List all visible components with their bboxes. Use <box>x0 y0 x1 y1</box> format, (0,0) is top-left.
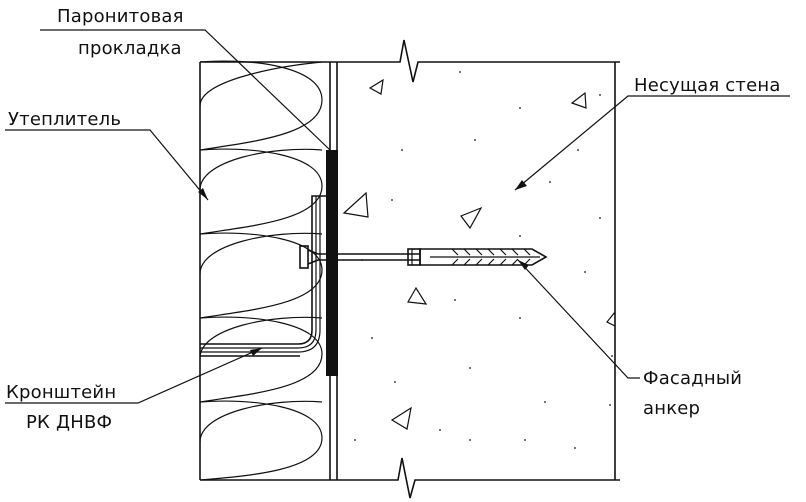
insulation-label: Утеплитель <box>8 109 121 130</box>
paronite-gasket <box>326 150 338 376</box>
labels: Паронитовая прокладка Утеплитель Несущая… <box>6 6 781 433</box>
bearing-wall <box>200 39 620 499</box>
wall-label: Несущая стена <box>634 75 781 96</box>
gasket-label-2: прокладка <box>78 38 182 59</box>
anchor-label-1: Фасадный <box>643 368 742 389</box>
leader-lines <box>5 29 790 404</box>
facade-anchor <box>299 245 548 269</box>
gasket-label-1: Паронитовая <box>57 6 184 27</box>
bracket-label-1: Кронштейн <box>6 382 116 403</box>
anchor-label-2: анкер <box>643 398 700 419</box>
concrete-dots <box>354 71 613 449</box>
insulation-layer <box>199 60 323 481</box>
bracket-label-2: РК ДНВФ <box>26 412 112 433</box>
bracket <box>200 195 326 357</box>
